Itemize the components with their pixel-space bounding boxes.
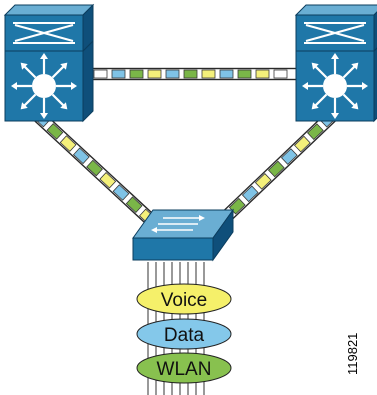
trunk-segment — [125, 196, 143, 213]
switch-hub — [32, 74, 56, 98]
trunk-segment — [59, 135, 77, 152]
trunk-segment — [183, 69, 198, 79]
switch-arrowhead — [40, 53, 48, 59]
trunk-segment — [93, 69, 108, 79]
layer3-switch-icon — [3, 3, 95, 123]
access-arrows — [151, 215, 205, 233]
trunk-segment — [86, 159, 103, 177]
trunk-link-top — [89, 67, 299, 81]
vlan-data-ellipse — [136, 318, 232, 350]
switch-arrowhead — [331, 113, 339, 119]
access-switch-front — [132, 237, 214, 261]
vlan-wlan-ellipse — [136, 352, 232, 384]
trunk-segment — [241, 185, 259, 203]
switch-arrows — [13, 22, 75, 44]
switch-hub — [323, 74, 347, 98]
trunk-segment — [46, 123, 64, 140]
switch-top — [294, 4, 377, 16]
access-switch-side — [212, 208, 234, 262]
switch-arrowhead — [20, 62, 28, 70]
switch-arrowhead — [302, 82, 308, 90]
trunk-segment — [267, 160, 285, 178]
switch-top-side — [373, 11, 377, 53]
trunk-segment — [254, 173, 272, 190]
trunk-segment — [201, 69, 216, 79]
vlan-voice: Voice — [136, 283, 232, 315]
trunk-segment — [293, 135, 311, 153]
switch-arrowhead — [60, 62, 68, 70]
vlan-wlan-label: WLAN — [157, 359, 212, 380]
switch-top-side — [82, 3, 94, 53]
trunk-segment — [111, 69, 126, 79]
switch-arrowhead — [60, 102, 68, 110]
switch-top — [3, 4, 95, 16]
access-switch — [132, 208, 234, 262]
trunk-segment — [307, 123, 324, 140]
trunk-segment — [255, 69, 270, 79]
switch-arrows — [304, 22, 366, 44]
trunk-segment — [99, 171, 117, 189]
vlan-voice-label: Voice — [161, 290, 207, 311]
switch-side — [82, 39, 94, 123]
trunk-segment — [112, 184, 130, 201]
switch-arrowhead — [311, 62, 319, 70]
workgroup-switch-icon — [132, 208, 234, 262]
trunk-link-left — [28, 106, 174, 242]
right-multilayer-switch — [294, 4, 377, 123]
trunk-segment — [280, 148, 298, 165]
vlan-data-label: Data — [164, 325, 205, 346]
trunk-segment — [147, 69, 162, 79]
switch-arrowhead — [351, 62, 359, 70]
switch-arrowhead — [11, 82, 17, 90]
trunk-segment — [72, 147, 90, 165]
switch-arrowhead — [311, 102, 319, 110]
trunk-segment — [165, 69, 180, 79]
switch-side — [373, 47, 377, 123]
trunk-segment — [129, 69, 144, 79]
switch-arrowhead — [362, 82, 368, 90]
left-multilayer-switch — [3, 3, 95, 123]
switch-arrowhead — [40, 113, 48, 119]
trunk-segment — [219, 69, 234, 79]
switch-arrowhead — [331, 53, 339, 59]
vlan-wlan: WLAN — [136, 352, 232, 384]
switch-arrowhead — [351, 102, 359, 110]
layer3-switch-icon — [294, 4, 377, 123]
vlan-voice-ellipse — [136, 283, 232, 315]
trunk-segment — [273, 69, 288, 79]
switch-arrowhead — [20, 102, 28, 110]
switch-arrowhead — [71, 82, 77, 90]
vlan-data: Data — [136, 318, 232, 350]
trunk-segment — [237, 69, 252, 79]
figure-id: 119821 — [345, 333, 360, 375]
